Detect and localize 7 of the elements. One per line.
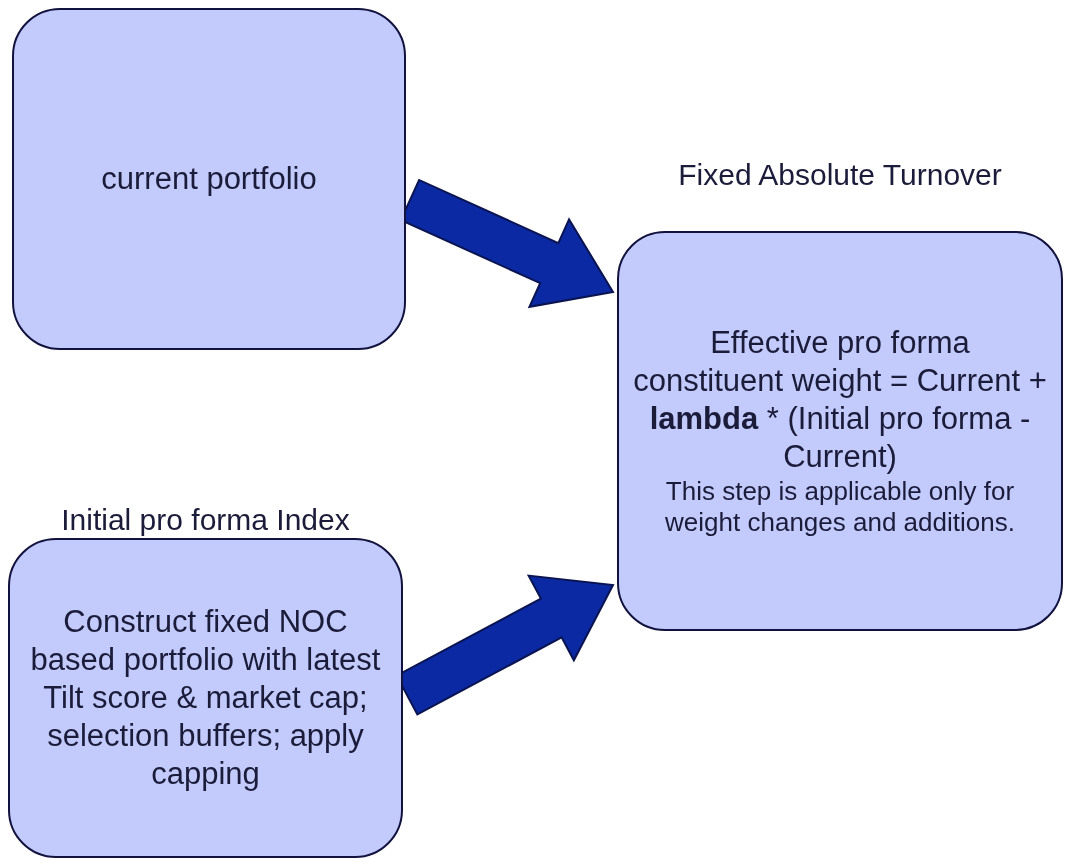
box-text: current portfolio bbox=[101, 160, 317, 198]
note-text: This step is applicable only for weight changes and additions. bbox=[664, 476, 1016, 538]
box-heading: Initial pro forma Index bbox=[60, 502, 351, 538]
process-box bbox=[12, 8, 406, 350]
box-heading: Fixed Absolute Turnover bbox=[677, 157, 1003, 193]
box-text: Effective pro forma constituent weight = Current + lambda* (Initial pro forma - Current) bbox=[633, 324, 1047, 476]
box-text: Construct fixed NOC based portfolio with latest Tilt score & market cap; selection buffers; apply capping bbox=[29, 603, 382, 793]
